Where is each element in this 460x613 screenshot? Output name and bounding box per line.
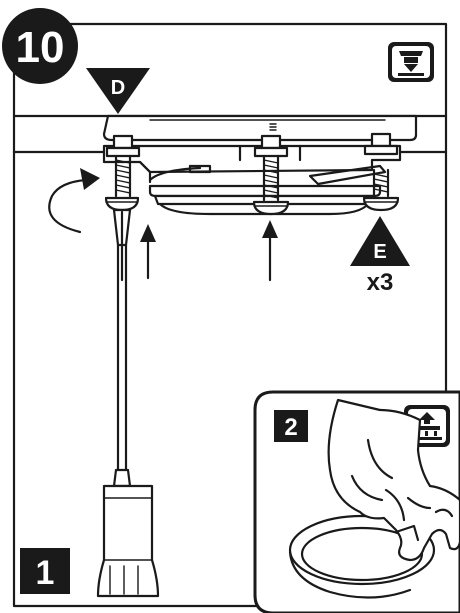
lower-tray-install-icon (388, 42, 434, 82)
inset-panel: 2 (253, 390, 460, 613)
stud-left (104, 134, 141, 212)
part-d-marker: D (86, 68, 150, 114)
step-badge: 10 (2, 8, 78, 84)
substep-2-label: 2 (284, 414, 297, 441)
mounting-plate (102, 114, 418, 142)
substep-2-badge (274, 410, 308, 442)
part-e-label: E (373, 241, 386, 263)
quantity-label: x3 (367, 269, 394, 296)
bracket (102, 144, 402, 186)
hand (327, 398, 460, 562)
step-number: 10 (16, 23, 65, 72)
stud-right (362, 132, 400, 212)
rotate-arrow-icon (48, 168, 100, 234)
substep-1-label: 1 (36, 554, 55, 592)
part-d-label: D (111, 77, 125, 99)
part-e-marker: E x3 (350, 216, 410, 296)
up-arrow-middle-icon (262, 220, 278, 282)
stud-middle (252, 134, 290, 216)
screwdriver (96, 208, 160, 598)
up-arrow-left-icon (140, 224, 156, 280)
substep-1-badge: 1 (20, 548, 70, 594)
